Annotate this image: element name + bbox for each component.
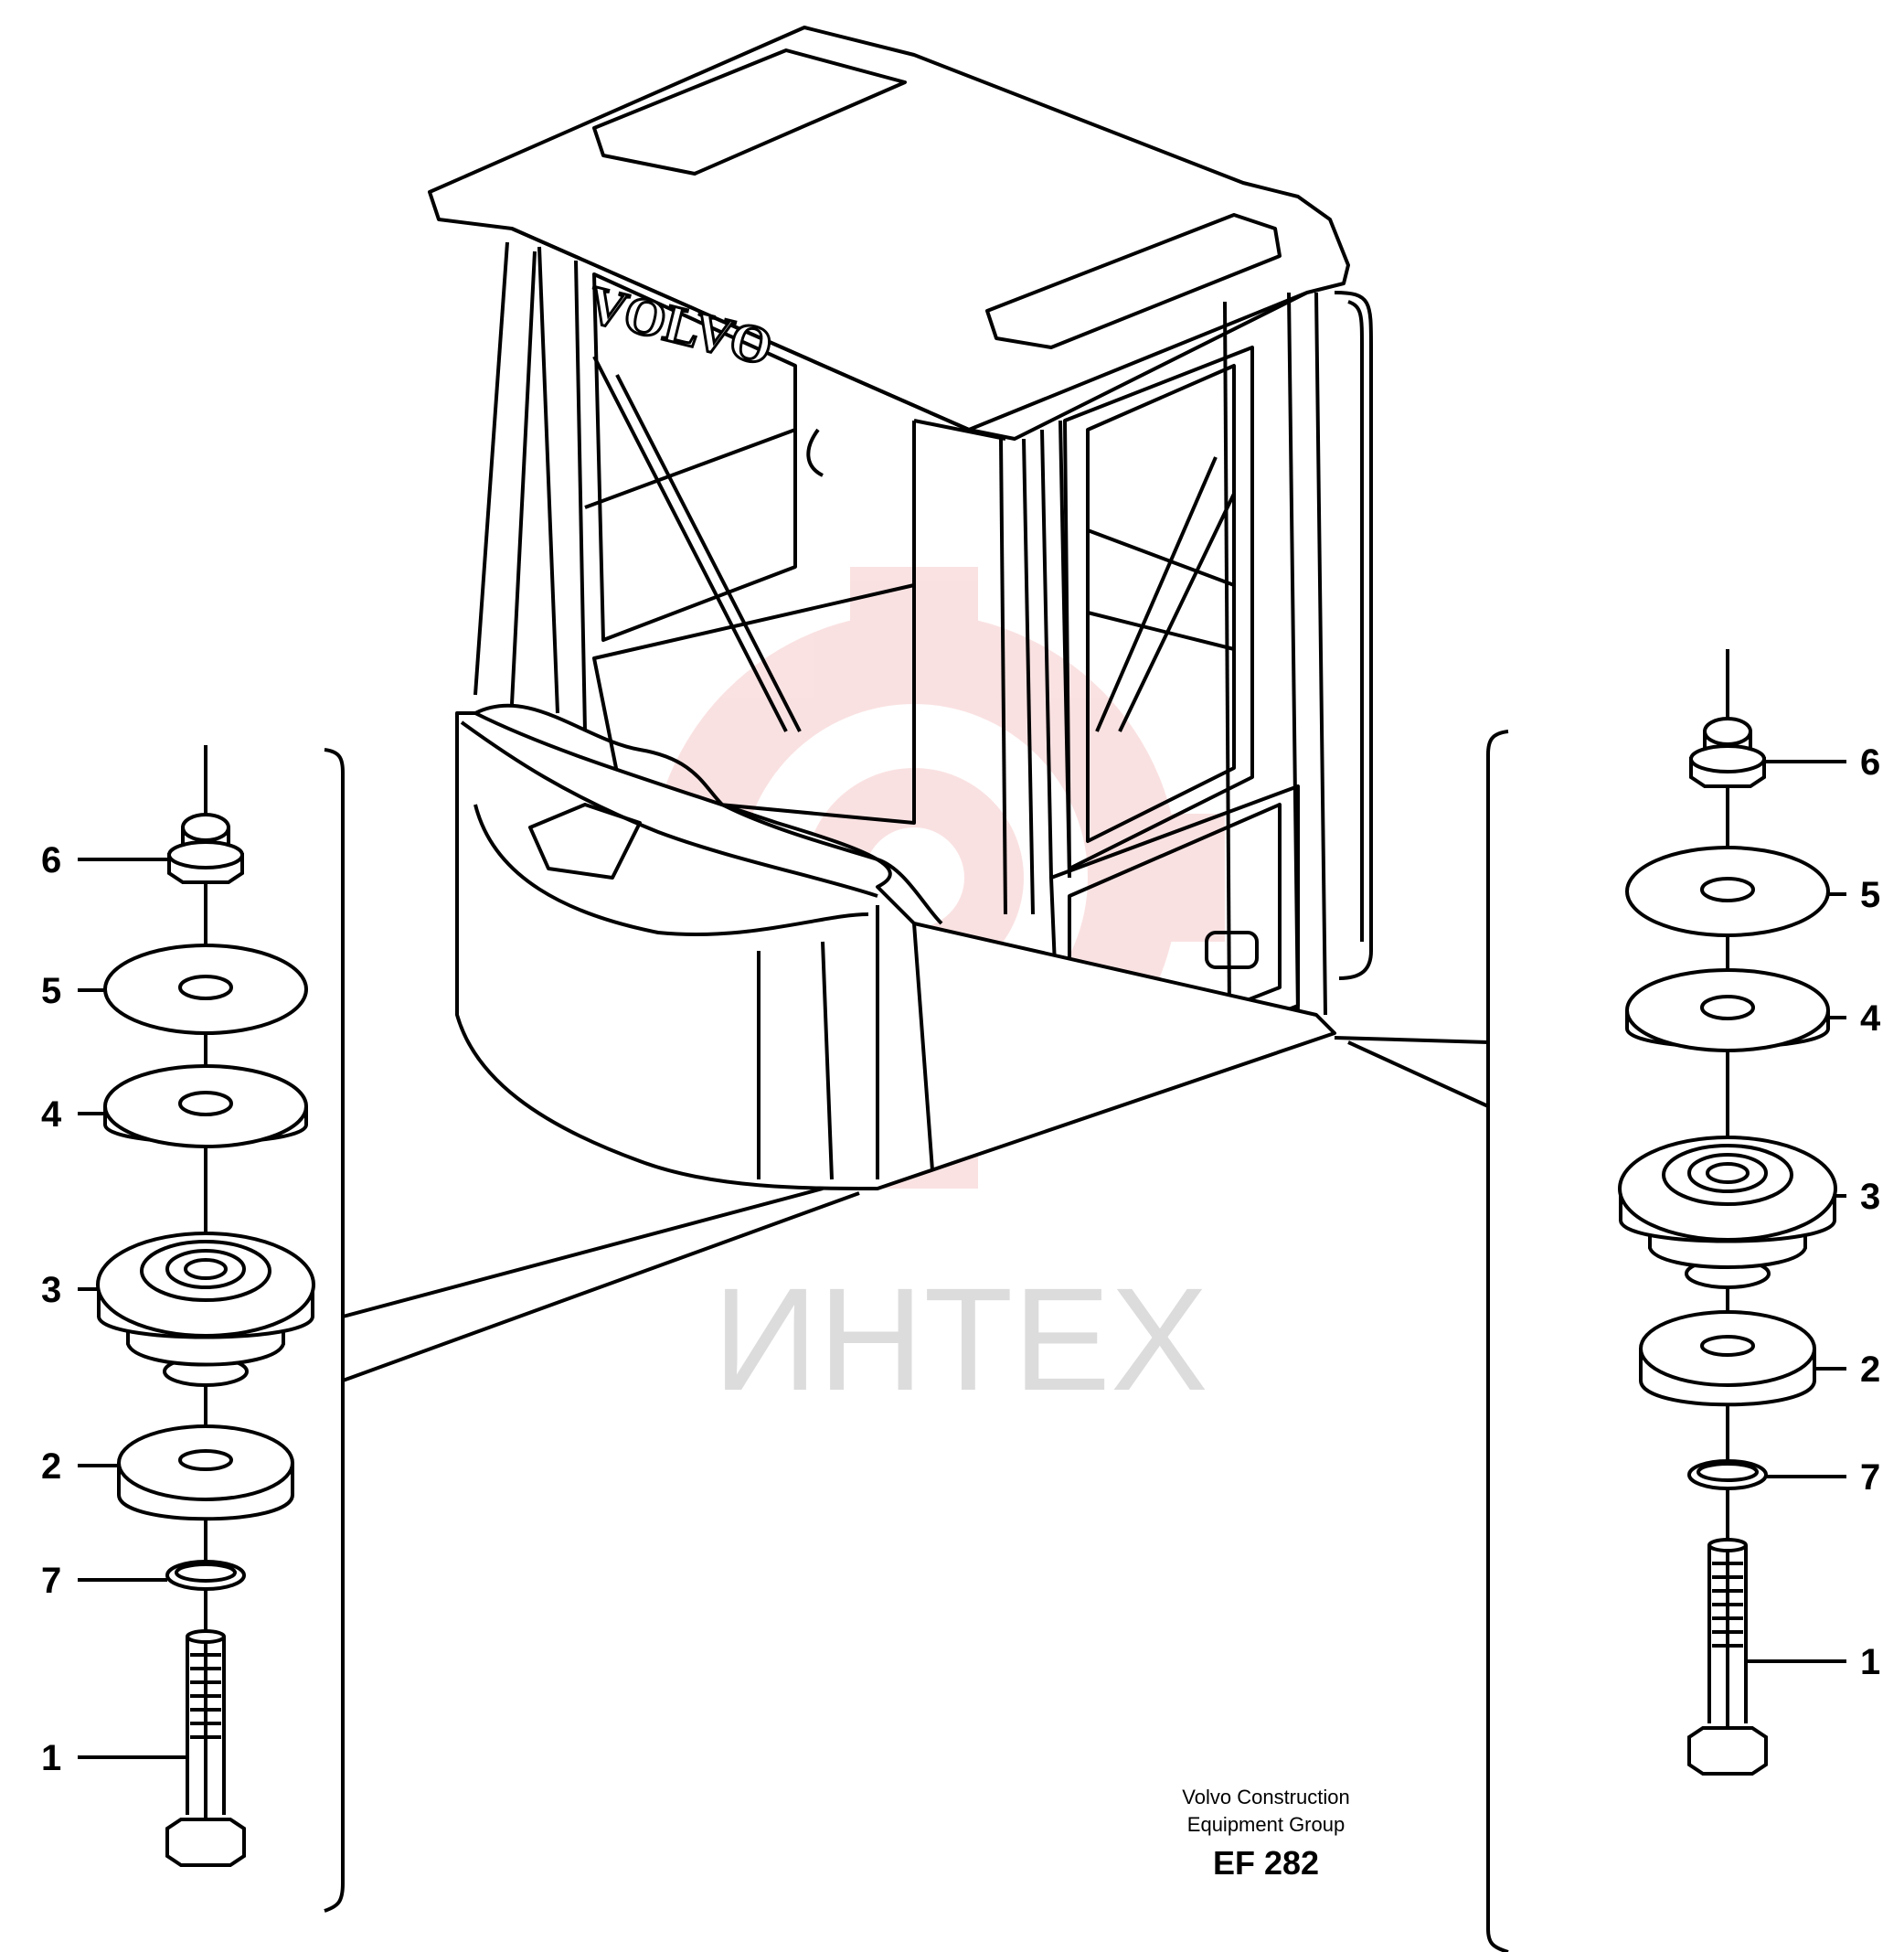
right-label-2: 2 <box>1860 1349 1880 1390</box>
right-nut-6 <box>1689 717 1766 788</box>
right-bolt-1 <box>1687 1538 1768 1776</box>
right-label-4: 4 <box>1860 998 1881 1039</box>
right-spacer-2 <box>1639 1310 1816 1407</box>
left-ring-7 <box>165 1560 246 1591</box>
left-bolt-1 <box>165 1629 246 1867</box>
left-label-3: 3 <box>41 1270 61 1310</box>
door-latch <box>1205 931 1259 969</box>
left-nut-6 <box>167 813 244 884</box>
left-label-7: 7 <box>41 1561 61 1601</box>
left-label-2: 2 <box>41 1446 61 1487</box>
cab-illustration <box>428 26 1373 1190</box>
right-label-1: 1 <box>1860 1642 1880 1682</box>
cab-lower-body <box>455 711 1336 1190</box>
left-label-1: 1 <box>41 1738 61 1778</box>
left-label-5: 5 <box>41 971 61 1011</box>
left-label-4: 4 <box>41 1094 62 1135</box>
right-label-7: 7 <box>1860 1457 1880 1498</box>
grab-handle <box>1334 291 1373 980</box>
right-washer-4 <box>1625 968 1830 1052</box>
dashboard <box>474 703 943 925</box>
door-window <box>1063 346 1254 870</box>
footer-company-line2: Equipment Group <box>1187 1813 1345 1836</box>
right-bracket <box>1486 730 1509 1952</box>
right-rubber-mount-3 <box>1618 1136 1837 1289</box>
left-bracket <box>324 748 345 1913</box>
left-spacer-2 <box>117 1424 294 1521</box>
footer-company-line1: Volvo Construction <box>1182 1786 1349 1808</box>
watermark-text: ИНТЕХ <box>713 1257 1208 1421</box>
right-ring-7 <box>1687 1459 1768 1490</box>
right-label-3: 3 <box>1860 1177 1880 1217</box>
right-mount-stack <box>1618 649 1837 1776</box>
bracket-lines <box>324 730 1509 1952</box>
left-rubber-mount-3 <box>96 1232 315 1387</box>
right-label-5: 5 <box>1860 875 1880 915</box>
footer-figure-code: EF 282 <box>1213 1844 1319 1882</box>
label-leaders <box>78 760 1846 1759</box>
left-washer-5 <box>103 944 308 1035</box>
right-washer-5 <box>1625 846 1830 937</box>
left-mount-stack <box>96 745 315 1867</box>
left-label-6: 6 <box>41 840 61 880</box>
right-label-6: 6 <box>1860 742 1880 783</box>
left-washer-4 <box>103 1064 308 1148</box>
